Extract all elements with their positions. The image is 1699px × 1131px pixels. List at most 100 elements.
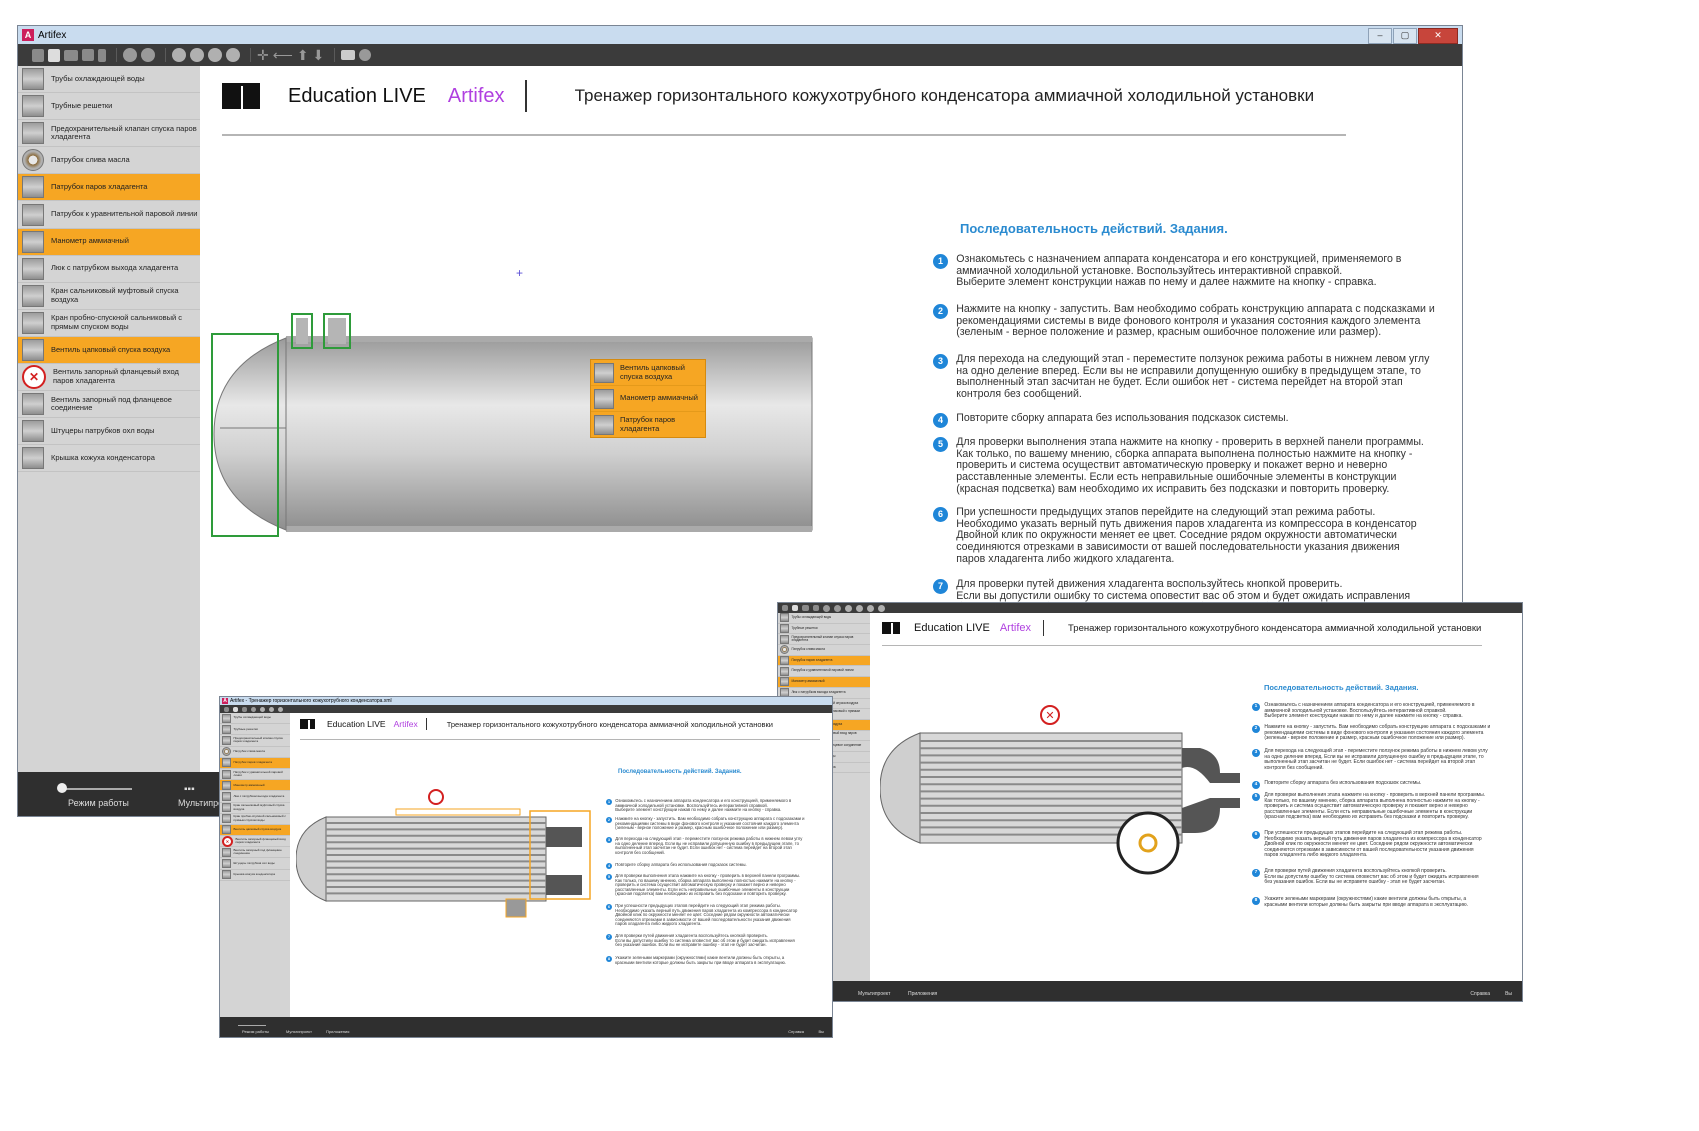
sidebar-item[interactable]: Патрубок паров хладагента	[18, 174, 200, 202]
settings-icon[interactable]	[123, 48, 137, 62]
tube-sheet-icon	[780, 624, 789, 634]
exit-label: Вы	[818, 1029, 824, 1034]
mode-slider-thumb[interactable]	[57, 783, 67, 793]
settings-alt-icon[interactable]	[141, 48, 155, 62]
open-folder-icon[interactable]	[64, 49, 78, 61]
sidebar-item-label: Трубные решетки	[51, 100, 113, 110]
sidebar-item[interactable]: Кран сальниковый муфтовый спуска воздуха	[220, 803, 290, 814]
mode-label: Режим работы	[242, 1029, 270, 1034]
cover-icon	[22, 447, 44, 470]
mode-slider[interactable]	[238, 1025, 266, 1026]
save-icon[interactable]	[82, 49, 94, 61]
bottom-bar-right: Мультипроект Приложения Справка Вы	[778, 981, 1522, 1001]
sidebar-item[interactable]: Крышка кожуха конденсатора	[220, 870, 290, 881]
shutoff-flange-valve-icon	[222, 835, 233, 847]
tubes-icon	[22, 68, 44, 91]
sidebar-item-label: Патрубок паров хладагента	[233, 760, 273, 765]
sidebar-item[interactable]: Трубные решетки	[18, 93, 200, 121]
sidebar-item[interactable]: Патрубок слива масла	[18, 147, 200, 175]
step-text: Для проверки выполнения этапа нажмите на…	[1264, 792, 1486, 820]
sidebar-item[interactable]: Трубы охлаждающей воды	[778, 613, 870, 624]
cursor-crosshair-icon: +	[516, 266, 524, 280]
sidebar-item[interactable]: Патрубок паров хладагента	[220, 757, 290, 769]
stop-icon[interactable]	[208, 48, 222, 62]
steps-title: Последовательность действий. Задания.	[618, 769, 742, 775]
sidebar-item[interactable]: Манометр аммиачный	[220, 780, 290, 792]
screen-icon[interactable]	[341, 50, 356, 60]
condenser-drawing[interactable]	[210, 306, 820, 546]
arrow-up-icon[interactable]: ⬆	[296, 46, 309, 63]
sidebar-item[interactable]: Вентиль цапковый спуска воздуха	[220, 824, 290, 837]
sidebar-item[interactable]: Манометр аммиачный	[18, 228, 200, 256]
step-number-badge: 5	[1252, 793, 1260, 801]
sidebar-item-label: Штуцеры патрубков охл воды	[233, 860, 275, 865]
check-icon[interactable]	[190, 48, 204, 62]
maximize-button[interactable]: ▢	[1393, 28, 1417, 44]
sidebar-item[interactable]: Кран пробно-спускной сальниковый с прямы…	[18, 310, 200, 337]
sidebar-item-label: Вентиль цапковый спуска воздуха	[51, 344, 171, 354]
sidebar-item-label: Патрубок слива масла	[51, 155, 130, 165]
minimize-button[interactable]: –	[1368, 28, 1392, 44]
sidebar-item[interactable]: Крышка кожуха конденсатора	[18, 445, 200, 473]
sidebar-item[interactable]: Патрубок паров хладагента	[778, 655, 870, 667]
sidebar-item[interactable]: Вентиль запорный под фланцевое соединени…	[18, 391, 200, 419]
close-button[interactable]: ✕	[1418, 28, 1458, 44]
multi-project-icon[interactable]: ▪▪▪	[184, 784, 195, 795]
sidebar-item[interactable]: Патрубок к уравнительной паровой линии	[778, 666, 870, 678]
sidebar-item[interactable]: Патрубок слива масла	[220, 747, 290, 758]
document-icon[interactable]	[98, 48, 106, 62]
sidebar-item[interactable]: Предохранительный клапан спуска паров хл…	[18, 120, 200, 148]
red-valve-marker	[428, 789, 444, 805]
condenser-drawing-assembled: ✕	[880, 705, 1240, 875]
sidebar-item[interactable]: Трубы охлаждающей воды	[220, 713, 290, 725]
sidebar-item[interactable]: Кран пробно-спускной сальниковый с прямы…	[220, 814, 290, 825]
sidebar-item[interactable]: Вентиль запорный фланцевый вход паров хл…	[18, 364, 200, 392]
sidebar-item[interactable]: Люк с патрубком выхода хладагента	[18, 256, 200, 283]
oil-drain-icon	[780, 645, 789, 655]
tube-sheet-icon	[22, 95, 44, 118]
sidebar-item[interactable]: Патрубок к уравнительной паровой линии	[18, 201, 200, 229]
sidebar-item[interactable]: Штуцеры патрубков охл воды	[220, 858, 290, 870]
sidebar-item[interactable]: Предохранительный клапан спуска паров хл…	[220, 735, 290, 747]
exit-label: Вы	[1505, 991, 1512, 997]
step-text: Нажмите на кнопку - запустить. Вам необх…	[956, 303, 1435, 339]
balance-nozzle-icon	[22, 203, 44, 226]
move-icon[interactable]: ✛	[257, 46, 269, 63]
sidebar-item[interactable]: Люк с патрубком выхода хладагента	[220, 791, 290, 803]
sidebar-item[interactable]: Вентиль запорный под фланцевое соединени…	[220, 847, 290, 859]
sidebar-item[interactable]: Предохранительный клапан спуска паров хл…	[778, 634, 870, 646]
sidebar-item[interactable]: Вентиль запорный фланцевый вход паров хл…	[220, 835, 290, 848]
sidebar-item[interactable]: Трубные решетки	[778, 624, 870, 635]
step-number-badge: 2	[1252, 725, 1260, 733]
edit-icon[interactable]	[48, 48, 60, 62]
popup-item[interactable]: Вентиль цапковый спуска воздуха	[591, 360, 705, 386]
popup-item[interactable]: Патрубок паров хладагента	[591, 412, 705, 437]
sidebar-item[interactable]: Вентиль цапковый спуска воздуха	[18, 336, 200, 365]
line-icon[interactable]: ⟵	[272, 46, 293, 63]
sidebar-item[interactable]: Штуцеры патрубков охл воды	[18, 418, 200, 446]
popup-item[interactable]: Манометр аммиачный	[591, 386, 705, 412]
mode-slider[interactable]	[57, 783, 132, 793]
sidebar-item[interactable]: Манометр аммиачный	[778, 677, 870, 688]
fittings-icon	[22, 420, 44, 443]
sidebar-item[interactable]: Трубы охлаждающей воды	[18, 66, 200, 94]
play-icon[interactable]	[172, 48, 186, 62]
sidebar-item-label: Трубные решетки	[233, 726, 258, 731]
sidebar-item[interactable]: Патрубок слива масла	[778, 645, 870, 656]
arrow-down-icon[interactable]: ⬇	[312, 46, 325, 63]
step-number-badge: 6	[933, 507, 948, 522]
step-number-badge: 8	[606, 956, 612, 962]
safety-valve-icon	[22, 122, 44, 145]
sidebar-item[interactable]: Кран сальниковый муфтовый спуска воздуха	[18, 283, 200, 310]
sidebar-item[interactable]: Трубные решетки	[220, 724, 290, 736]
refresh-icon[interactable]	[226, 48, 240, 62]
sidebar-item[interactable]: Патрубок к уравнительной паровой линии	[220, 769, 290, 781]
new-file-icon[interactable]	[32, 48, 44, 62]
info-icon[interactable]	[359, 49, 372, 61]
